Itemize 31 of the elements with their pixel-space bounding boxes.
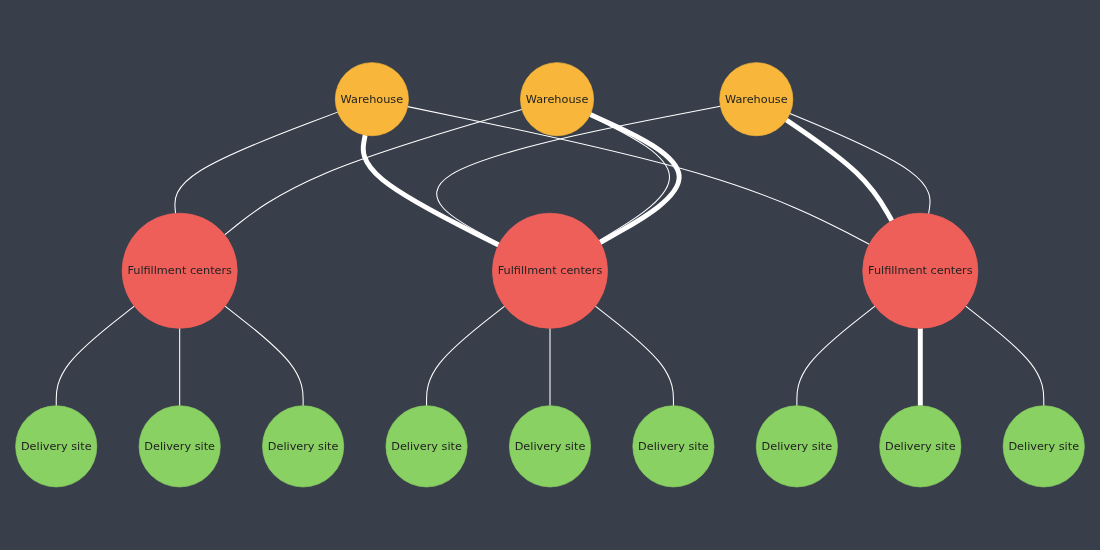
connector [917, 328, 923, 406]
node-circle: Delivery site [138, 405, 221, 488]
node-circle: Delivery site [1002, 405, 1085, 488]
node-circle: Delivery site [15, 405, 98, 488]
connector [789, 113, 931, 215]
connector [360, 134, 500, 248]
connector [224, 305, 304, 407]
connector [224, 109, 523, 236]
connector [436, 105, 721, 245]
node-circle: Warehouse [334, 62, 409, 137]
connector [174, 111, 339, 215]
node-circle: Fulfillment centers [492, 213, 608, 329]
connector [426, 305, 506, 407]
connector [796, 305, 876, 407]
connector [785, 118, 895, 223]
node-circle: Delivery site [879, 405, 962, 488]
connector [407, 106, 870, 245]
node-circle: Fulfillment centers [862, 213, 979, 329]
node-circle: Warehouse [520, 62, 594, 137]
node-circle: Delivery site [385, 405, 468, 488]
node-circle: Delivery site [509, 405, 591, 488]
node-circle: Delivery site [632, 405, 715, 488]
node-circle: Warehouse [719, 62, 794, 137]
node-circle: Delivery site [262, 405, 345, 488]
connector [589, 112, 682, 245]
node-circle: Delivery site [755, 405, 838, 488]
connector [965, 305, 1045, 407]
connector [55, 305, 135, 407]
connector [179, 328, 181, 407]
connector [594, 305, 674, 407]
node-circle: Fulfillment centers [121, 213, 238, 329]
